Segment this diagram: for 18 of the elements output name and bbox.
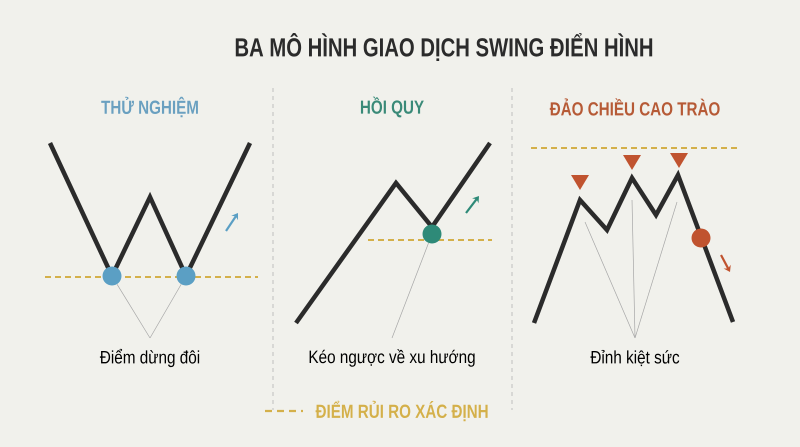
point-dot — [422, 224, 442, 244]
leader-line — [116, 284, 150, 338]
point-dot — [176, 266, 196, 286]
leader-line — [392, 242, 429, 338]
annotation: Kéo ngược về xu hướng — [310, 349, 475, 367]
panel-heading: ĐẢO CHIỀU CAO TRÀO — [550, 98, 720, 116]
legend-text: ĐIỂM RỦI RO XÁC ĐỊNH — [316, 400, 488, 422]
title: BA MÔ HÌNH GIAO DỊCH SWING ĐIỂN HÌNH — [236, 33, 652, 61]
point-dot — [692, 228, 710, 248]
leader-line — [634, 202, 678, 338]
leader-line — [150, 284, 182, 338]
leader-line — [584, 222, 636, 338]
leader-line — [632, 200, 636, 338]
annotation: Đỉnh kiệt sức — [590, 350, 680, 366]
annotation: Điểm dừng đôi — [100, 348, 200, 368]
panel-heading: THỬ NGHIỆM — [101, 96, 198, 118]
point-dot — [102, 266, 122, 286]
panel-heading: HỒI QUY — [360, 96, 424, 118]
